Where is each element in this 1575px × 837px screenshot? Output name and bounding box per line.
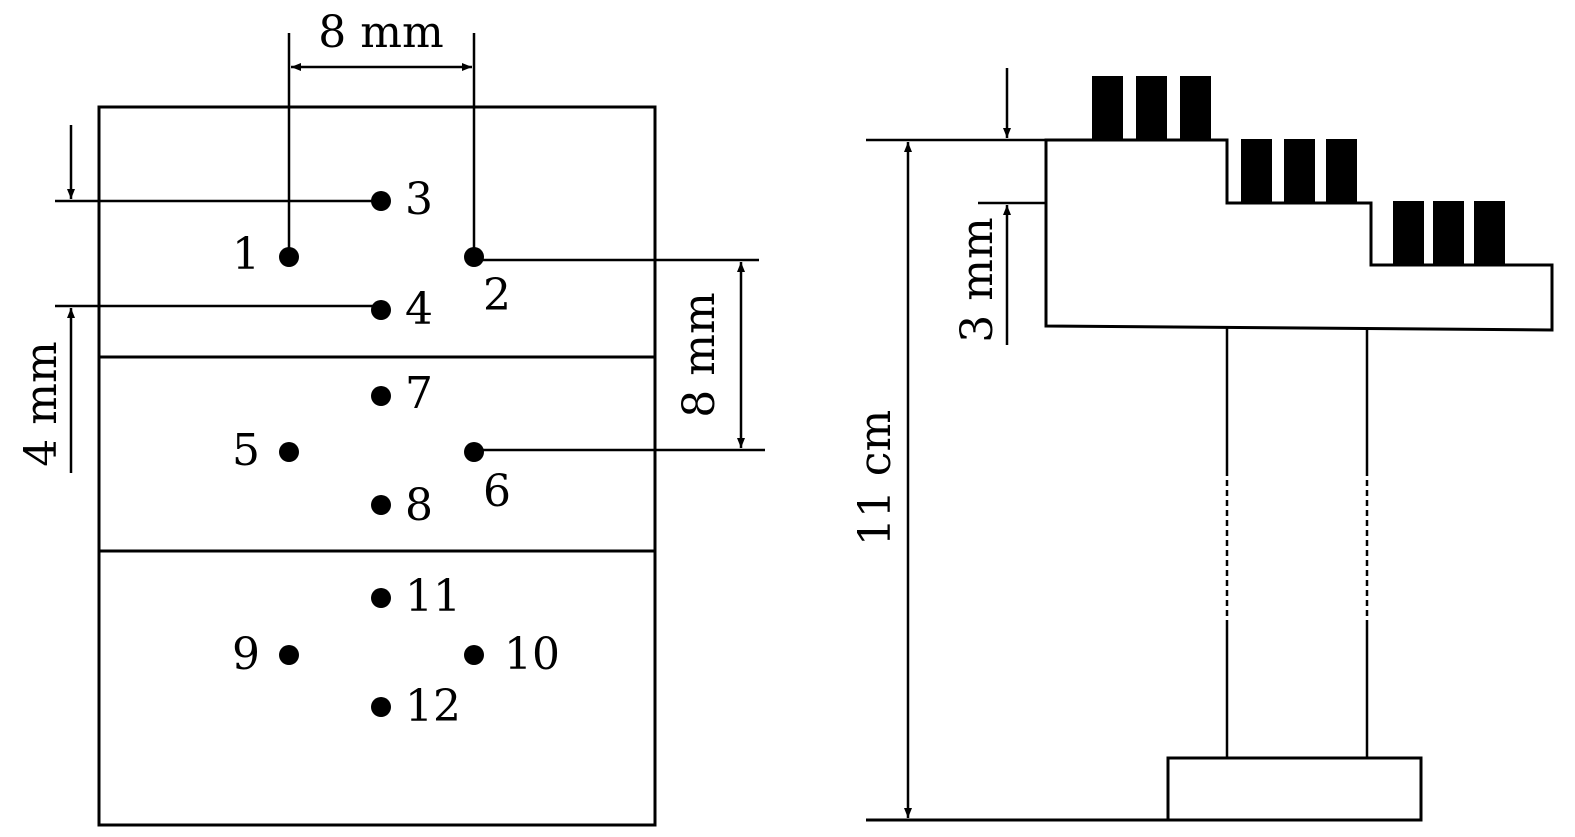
dimension-left: 4 mm — [16, 125, 381, 473]
point-10-label: 10 — [504, 629, 560, 680]
sample-block — [1326, 139, 1357, 203]
point-3-label: 3 — [405, 174, 433, 225]
point-8-marker — [371, 495, 391, 515]
point-1-label: 1 — [232, 229, 260, 280]
sample-block — [1474, 201, 1505, 265]
point-6-label: 6 — [483, 466, 511, 517]
point-11-label: 11 — [405, 571, 461, 622]
dimension-top: 8 mm — [287, 7, 476, 257]
sample-block — [1136, 76, 1167, 140]
dimension-right: 8 mm — [474, 258, 765, 452]
plate-outline — [97, 105, 657, 827]
point-9-marker — [279, 645, 299, 665]
point-11-marker — [371, 588, 391, 608]
point-2-marker — [464, 247, 484, 267]
dimension-height: 11 cm — [850, 142, 912, 818]
base-block — [1166, 756, 1423, 822]
support-stem — [1225, 328, 1369, 758]
dimension-label-right: 8 mm — [674, 292, 725, 417]
dimension-label-height: 11 cm — [850, 410, 901, 546]
sample-block — [1092, 76, 1123, 140]
dimension-label-left: 4 mm — [16, 341, 67, 466]
point-10-marker — [464, 645, 484, 665]
point-5-marker — [279, 442, 299, 462]
point-12-label: 12 — [405, 681, 461, 732]
point-5-label: 5 — [232, 425, 260, 476]
sample-block — [1180, 76, 1211, 140]
dimension-label-top: 8 mm — [318, 7, 443, 58]
dimension-step: 3 mm — [952, 68, 1011, 345]
right-figure: 3 mm 11 cm — [850, 68, 1554, 822]
stepped-holder-outline — [1044, 138, 1554, 332]
point-9-label: 9 — [232, 629, 260, 680]
point-1-marker — [279, 247, 299, 267]
point-12-marker — [371, 697, 391, 717]
left-figure: 8 mm 4 mm 8 mm 1 2 3 4 — [16, 7, 765, 827]
point-7-label: 7 — [405, 368, 433, 419]
point-6-marker — [464, 442, 484, 462]
measurement-points: 1 2 3 4 5 6 7 8 9 10 11 12 — [232, 174, 560, 732]
point-8-label: 8 — [405, 480, 433, 531]
sample-blocks-step-1 — [1092, 76, 1211, 140]
sample-blocks-step-3 — [1393, 201, 1505, 265]
sample-block — [1393, 201, 1424, 265]
dimension-label-step: 3 mm — [952, 217, 1003, 342]
point-4-label: 4 — [405, 284, 433, 335]
point-4-marker — [371, 300, 391, 320]
sample-block — [1433, 201, 1464, 265]
sample-block — [1241, 139, 1272, 203]
sample-block — [1284, 139, 1315, 203]
point-3-marker — [371, 191, 391, 211]
point-7-marker — [371, 386, 391, 406]
sample-blocks-step-2 — [1241, 139, 1357, 203]
point-2-label: 2 — [483, 270, 511, 321]
